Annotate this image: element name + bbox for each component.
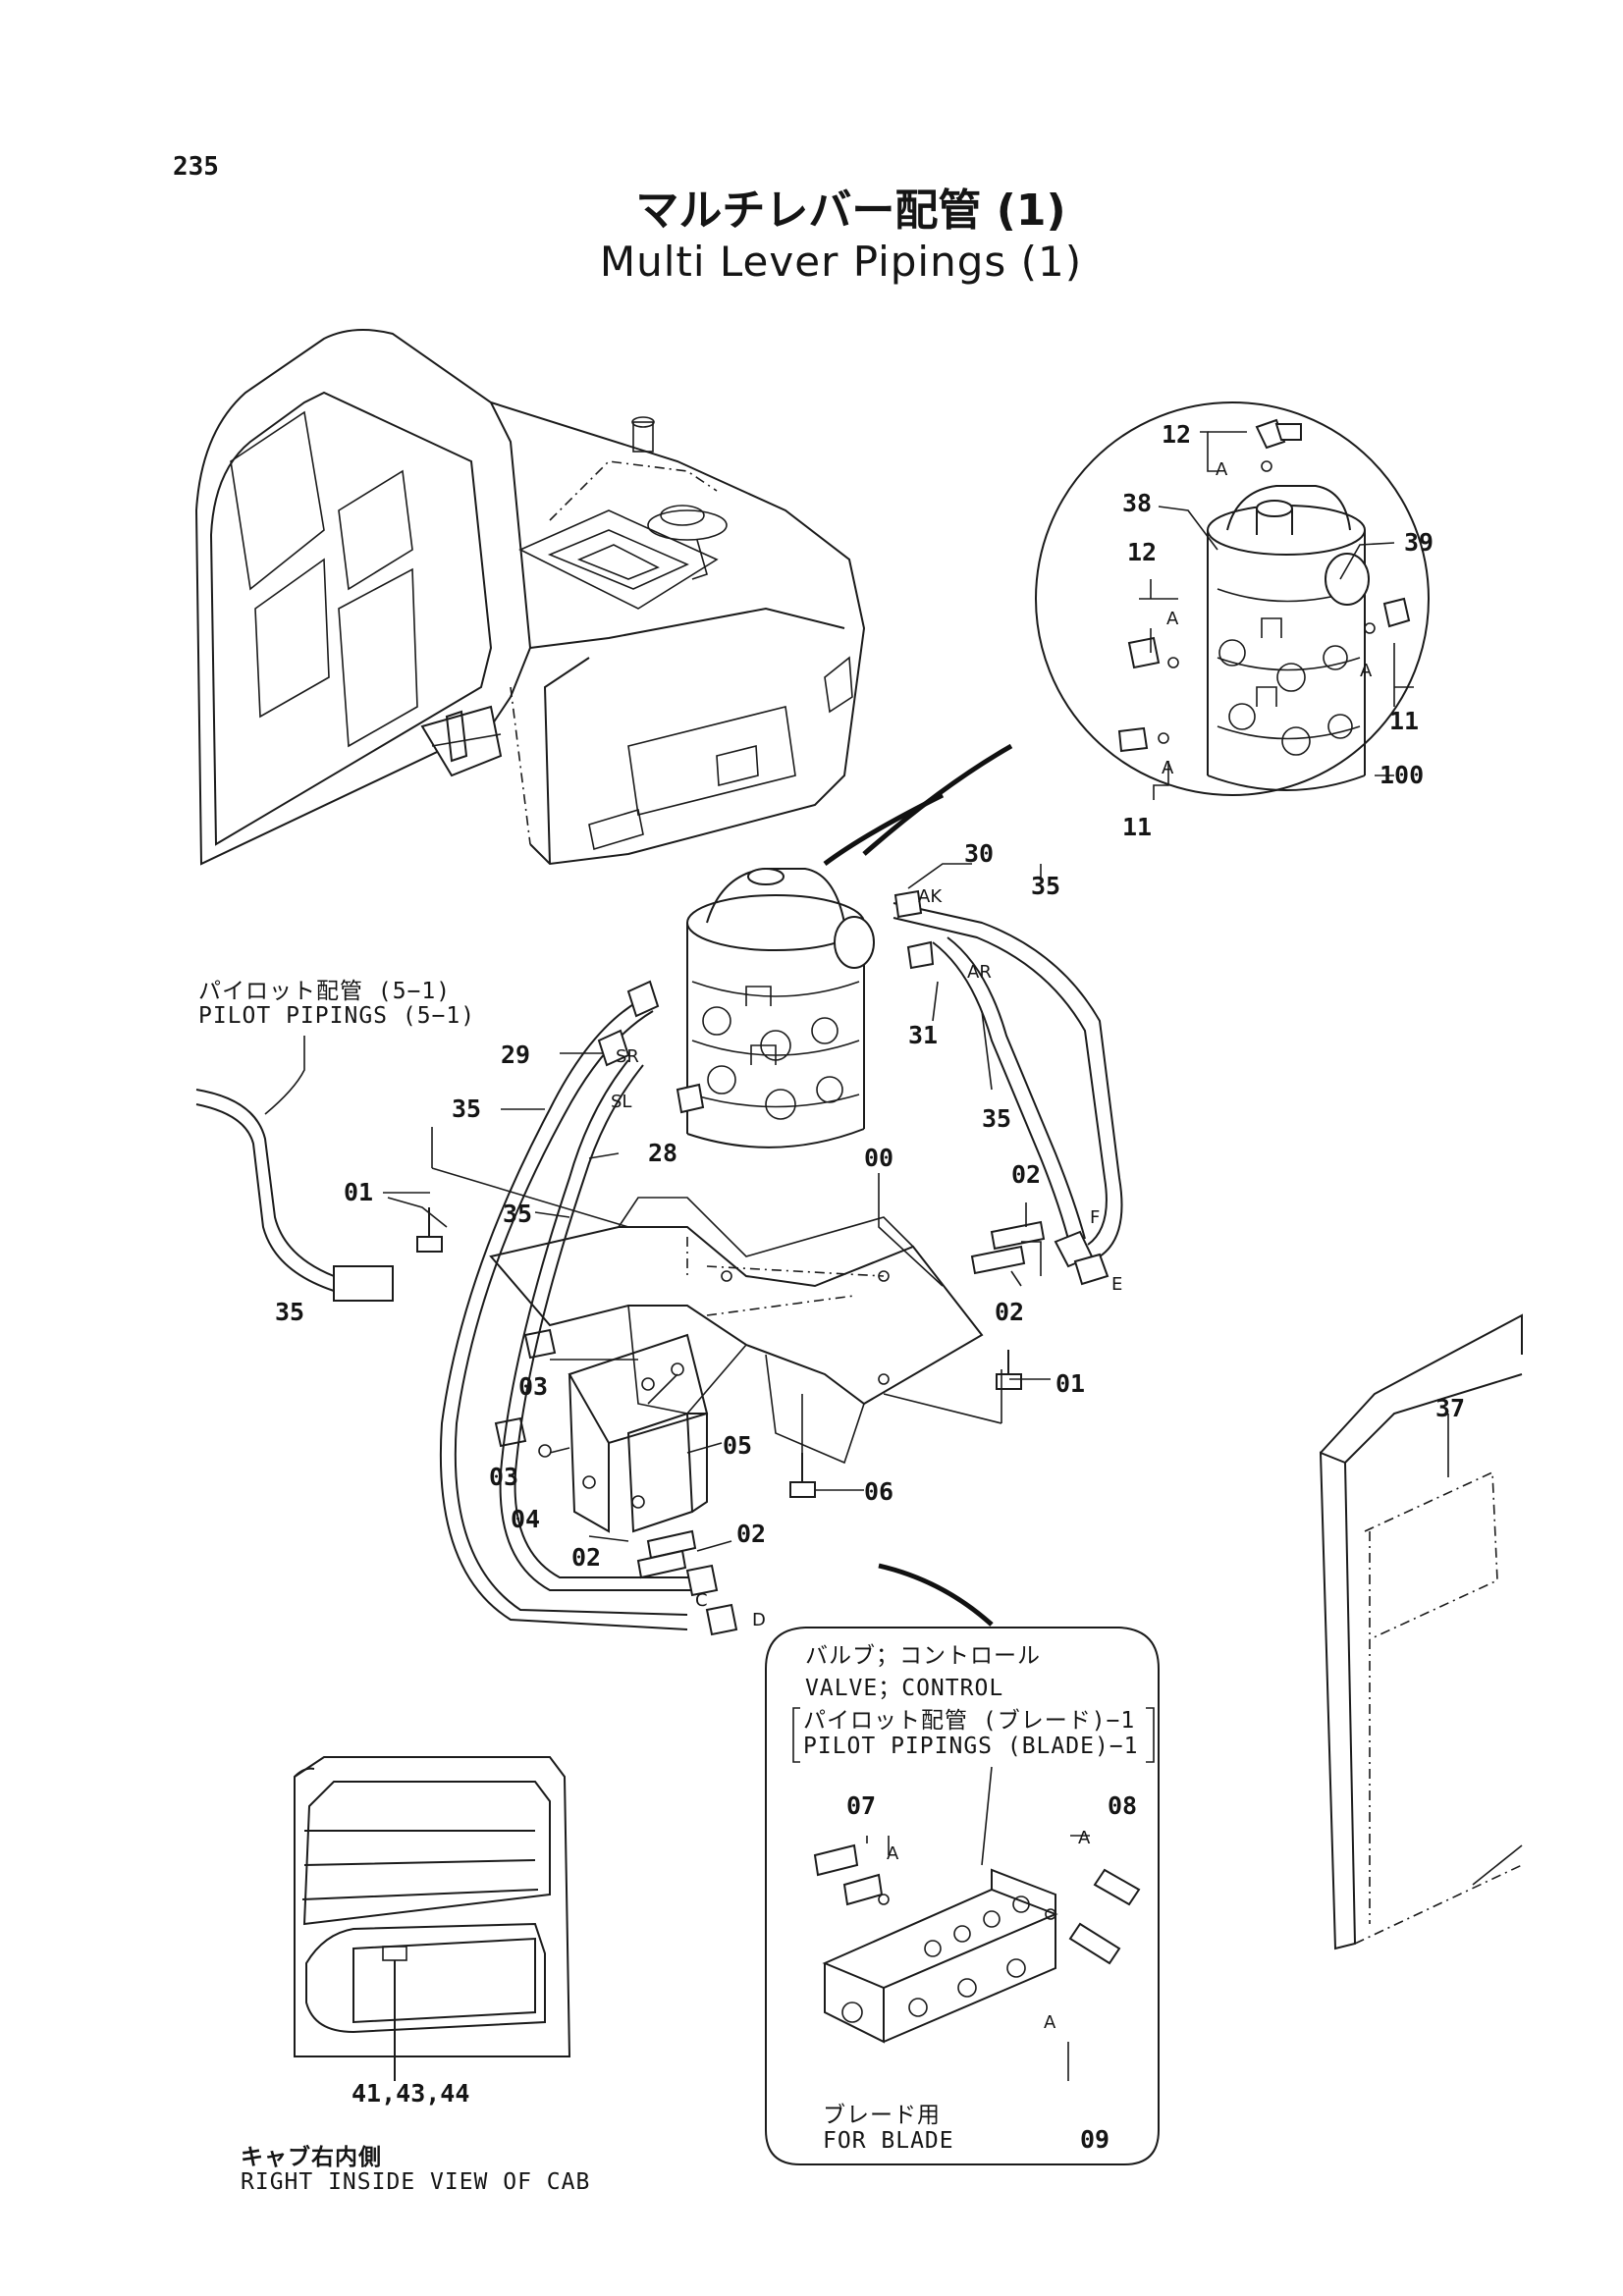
- part-label: 00: [864, 1144, 894, 1172]
- control-valve-callout: [765, 1563, 1160, 2165]
- part-label: 04: [511, 1505, 541, 1533]
- part-label: 08: [1108, 1791, 1138, 1820]
- port-label: A: [1216, 459, 1228, 480]
- part-label: 02: [736, 1520, 767, 1548]
- part-label: 28: [648, 1139, 678, 1167]
- cab-callout-jp: キャブ右内側: [241, 2145, 382, 2170]
- part-label: 100: [1380, 761, 1425, 789]
- cab-ref-label: 41,43,44: [352, 2079, 470, 2108]
- port-label: A: [1166, 609, 1179, 629]
- port-label: A: [1360, 661, 1373, 681]
- valve-ref-jp: パイロット配管 (ブレード)−1: [803, 1708, 1136, 1734]
- leader-lines: [264, 863, 1051, 1552]
- port-label: A: [1078, 1828, 1091, 1848]
- port-label: SL: [611, 1092, 632, 1112]
- part-label: 01: [1055, 1369, 1086, 1398]
- page-number: 235: [173, 152, 219, 182]
- cab-inside-view: [294, 1756, 571, 2081]
- part-label: 03: [489, 1463, 519, 1491]
- part-label: 06: [864, 1477, 894, 1506]
- page-title-en: Multi Lever Pipings (1): [599, 238, 1083, 286]
- port-label: F: [1090, 1207, 1101, 1228]
- pilot-piping-callout-en: PILOT PIPINGS (5−1): [198, 1003, 476, 1029]
- port-label: A: [1044, 2012, 1056, 2033]
- part-label: 11: [1389, 707, 1420, 735]
- valve-callout-en: VALVE；CONTROL: [805, 1676, 1004, 1701]
- part-label: 38: [1122, 489, 1153, 517]
- part-label: 01: [344, 1178, 374, 1206]
- blade-callout-jp: ブレード用: [823, 2103, 941, 2128]
- port-label: AR: [967, 962, 992, 983]
- excavator-body-illustration: [194, 329, 866, 866]
- port-label: SR: [616, 1046, 639, 1067]
- pilot-hoses: [195, 889, 1123, 1636]
- pilot-piping-callout-jp: パイロット配管 (5−1): [198, 979, 452, 1004]
- detail-circle-multi-valve: [862, 401, 1430, 856]
- blade-callout-en: FOR BLADE: [823, 2128, 954, 2154]
- port-label: D: [752, 1610, 766, 1630]
- port-label: A: [887, 1843, 899, 1864]
- part-label: 09: [1080, 2125, 1110, 2154]
- cab-callout-en: RIGHT INSIDE VIEW OF CAB: [241, 2169, 591, 2195]
- part-label: 07: [846, 1791, 877, 1820]
- part-label: 35: [275, 1298, 305, 1326]
- part-label: 30: [964, 839, 995, 868]
- part-label: 31: [908, 1021, 939, 1049]
- part-label: 02: [1011, 1160, 1042, 1189]
- part-label: 35: [1031, 872, 1061, 900]
- part-label: 29: [501, 1041, 531, 1069]
- part-label: 11: [1122, 813, 1153, 841]
- part-label: 05: [723, 1431, 753, 1460]
- valve-ref-en: PILOT PIPINGS (BLADE)−1: [803, 1734, 1139, 1759]
- port-label: E: [1111, 1274, 1123, 1295]
- part-label: 12: [1127, 538, 1158, 566]
- part-label: 35: [452, 1095, 482, 1123]
- page-title-jp: マルチレバー配管 (1): [635, 186, 1066, 236]
- part-label: 35: [982, 1104, 1012, 1133]
- part-label: 02: [995, 1298, 1025, 1326]
- valve-callout-jp: バルブ；コントロール: [805, 1643, 1041, 1669]
- part-label: 12: [1162, 420, 1192, 449]
- part-label: 03: [518, 1372, 549, 1401]
- part-label: 02: [571, 1543, 602, 1572]
- cab-side-panel: [1319, 1313, 1523, 1950]
- multi-control-valve: [676, 792, 945, 1148]
- port-label: C: [695, 1590, 708, 1611]
- part-label: 39: [1404, 528, 1434, 557]
- mounting-bracket: [416, 1197, 1022, 1533]
- port-label: AK: [918, 886, 943, 907]
- part-label: 37: [1435, 1394, 1466, 1422]
- part-label: 35: [503, 1200, 533, 1228]
- port-label: A: [1162, 758, 1174, 778]
